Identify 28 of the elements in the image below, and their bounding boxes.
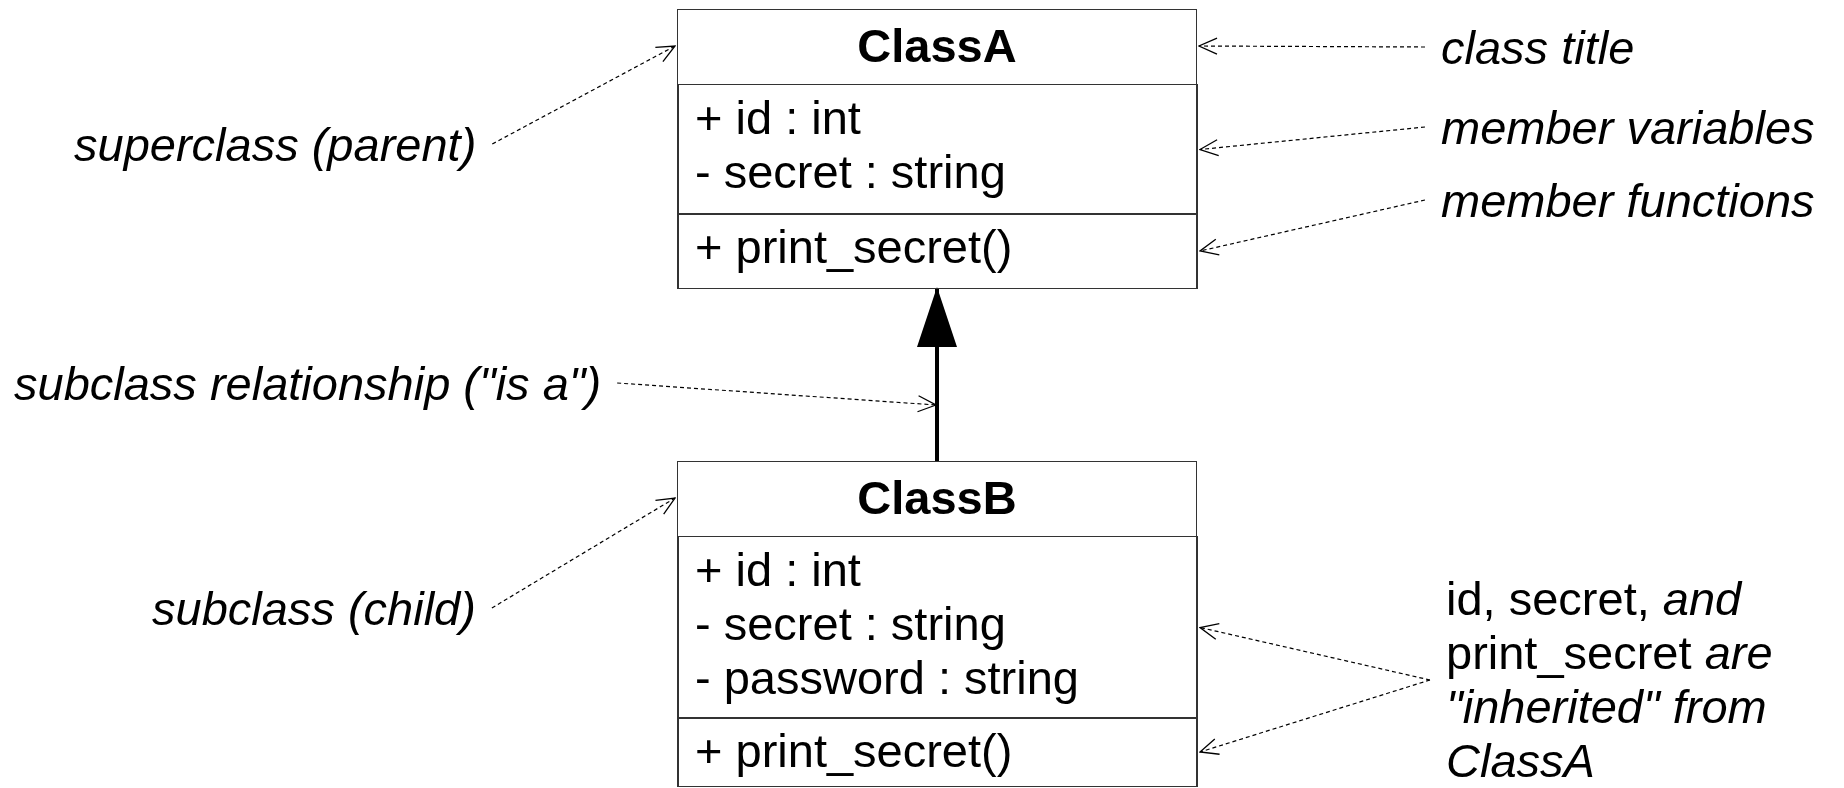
leader-line — [491, 45, 676, 145]
member-text: + id : int — [695, 91, 862, 145]
member-text: + id : int — [695, 543, 862, 597]
inheritance-arrow — [917, 287, 957, 461]
class-name: ClassB — [856, 470, 1018, 526]
member-text: + print_secret() — [695, 220, 1014, 274]
annotation-text: member variables — [1441, 103, 1815, 151]
leader-line — [1199, 679, 1431, 755]
leader-line — [491, 497, 676, 609]
leader-line — [1199, 623, 1431, 681]
method-compartment — [678, 717, 1198, 787]
attribute-compartment — [678, 84, 1198, 215]
member-text: - secret : string — [695, 145, 1007, 199]
attribute-compartment — [678, 536, 1198, 719]
class-box — [677, 461, 1197, 787]
leader-line — [1198, 37, 1426, 55]
leader-line — [616, 382, 937, 413]
leader-line — [1199, 126, 1426, 157]
class-name: ClassA — [856, 18, 1018, 74]
leader-line — [1199, 199, 1426, 256]
member-text: - password : string — [695, 651, 1080, 705]
method-compartment — [678, 213, 1198, 289]
class-box — [677, 9, 1197, 289]
annotation-text: class title — [1441, 23, 1635, 71]
annotation-text: id, secret, and print_secret are "inherited" from ClassA — [1446, 572, 1816, 788]
member-text: - secret : string — [695, 597, 1007, 651]
member-text: + print_secret() — [695, 724, 1014, 778]
annotation-text: member functions — [1441, 176, 1815, 224]
